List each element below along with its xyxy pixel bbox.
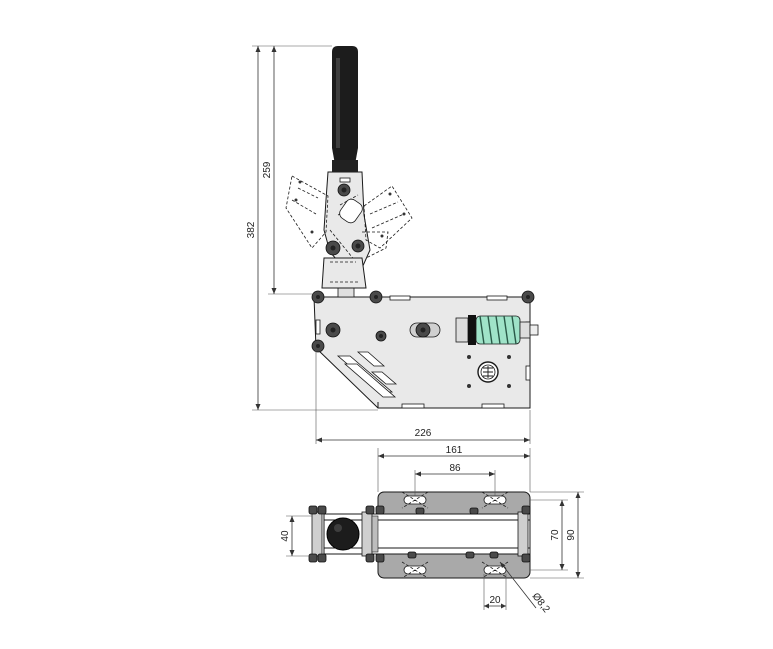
bolt [521,505,531,515]
bolt [337,183,351,197]
mounting-slot [481,561,509,579]
dim-hole-diameter: Ø8,2 [530,591,552,615]
mounting-slot [481,491,509,509]
dim-hole-offset: 20 [489,595,501,606]
ghost-bracket-lower [362,231,389,259]
ghost-bracket-left [285,175,329,249]
side-view: 382 259 226 [246,45,539,444]
top-slot [486,295,508,301]
bolt [465,551,475,559]
bottom-slot [401,403,425,409]
handle-knob [326,517,360,551]
dim-lever-height: 259 [262,161,273,178]
rail-end-plate [517,511,529,557]
side-slot [525,365,531,381]
bolt [311,339,325,353]
dim-outer-width: 90 [566,529,577,541]
bolt [351,239,365,253]
lever-handle [332,46,358,172]
bolt [489,551,499,559]
dim-top-width: 161 [446,445,463,456]
mounting-slot [401,561,429,579]
small-hole [467,355,471,359]
diagonal-slots [336,351,398,398]
dim-hole-spacing: 86 [449,463,461,474]
ghost-bracket-right [363,185,413,249]
bolt [311,290,325,304]
bolt [308,553,318,563]
bolt [365,505,375,515]
lower-bracket [321,257,367,289]
spring-assembly [455,315,539,345]
small-hole [467,384,471,388]
lever-side-plate [311,511,323,557]
bolt [365,553,375,563]
bolt [308,505,318,515]
brand-emblem-icon [477,361,499,383]
base-plate [313,296,531,409]
side-slot [315,319,321,335]
bolt [407,551,417,559]
bolt [375,330,387,342]
dim-inner-width: 70 [550,529,561,541]
lever-side-plate [361,511,373,557]
bolt [375,505,385,515]
bolt [325,240,341,256]
bolt [469,507,479,515]
bolt [521,290,535,304]
top-slot [389,295,411,301]
bolt [375,553,385,563]
top-view: 161 86 40 70 90 20 [280,445,584,615]
bolt [415,507,425,515]
small-hole [507,355,511,359]
bracket-slot [339,177,351,183]
dim-overall-height: 382 [246,221,257,238]
bolt [325,322,341,338]
bolt [317,553,327,563]
bottom-slot [481,403,505,409]
bolt [317,505,327,515]
bolt [415,322,431,338]
dim-base-length: 226 [415,428,432,439]
small-hole [507,384,511,388]
bolt [369,290,383,304]
bolt [521,553,531,563]
dim-lever-width: 40 [280,530,291,542]
